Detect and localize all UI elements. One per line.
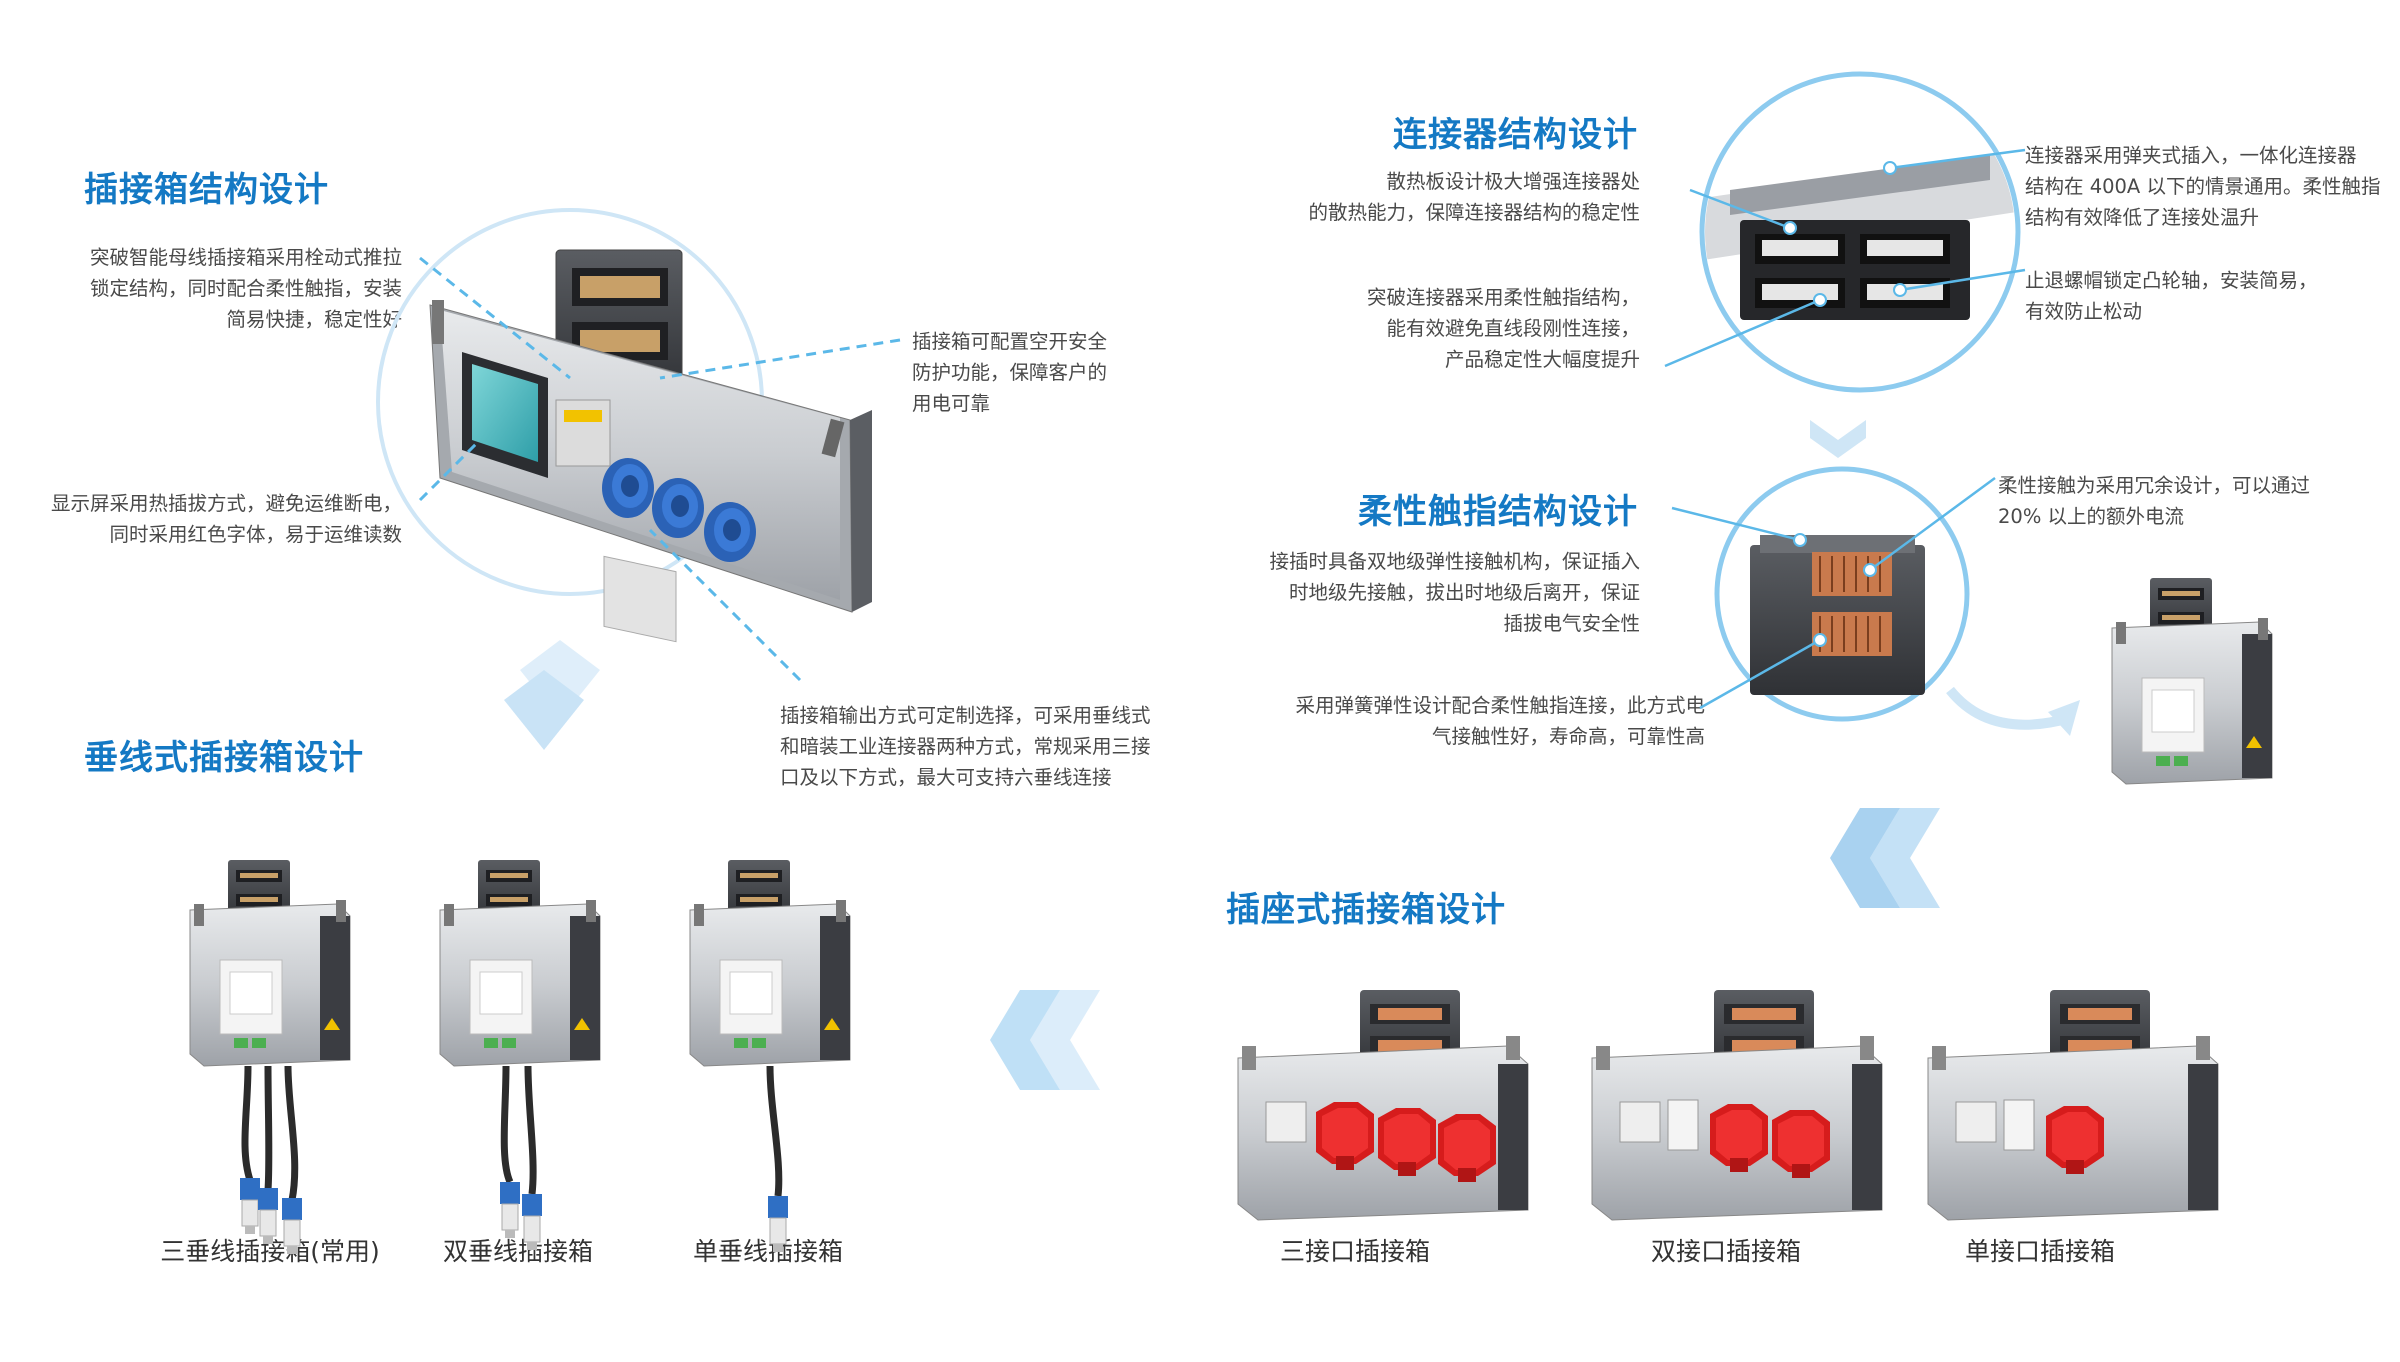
- callout-display-hotswap: 显示屏采用热插拔方式，避免运维断电，同时采用红色字体，易于运维读数: [50, 492, 402, 546]
- chevron-left-icon: [1830, 808, 1940, 908]
- chevron-down-icon: [1810, 420, 1866, 458]
- section-title-flexible-finger: 柔性触指结构设计: [1358, 492, 1638, 532]
- callout-leader-lines: [1664, 148, 2026, 368]
- section-title-socket-box: 插座式插接箱设计: [1226, 890, 1506, 930]
- product-image-side-box: [2111, 577, 2273, 785]
- product-image-three-socket-box: [1237, 989, 1529, 1221]
- plugbox-illustration: [376, 208, 872, 643]
- callout-heat-sink: 散热板设计极大增强连接器处的散热能力，保障连接器结构的稳定性: [1308, 170, 1640, 224]
- callout-leader-lines: [1671, 476, 1996, 710]
- callout-leader-lines: [418, 256, 901, 682]
- callout-spring-design: 采用弹簧弹性设计配合柔性触指连接，此方式电气接触性好，寿命高，可靠性高: [1295, 694, 1705, 748]
- callout-flexible-contact: 突破连接器采用柔性触指结构，能有效避免直线段刚性连接，产品稳定性大幅度提升: [1366, 286, 1640, 371]
- flexible-finger-illustration: [1714, 466, 1970, 722]
- section-title-connector-structure: 连接器结构设计: [1393, 115, 1638, 155]
- product-image-one-cable-box: [689, 859, 851, 1253]
- caption-three-socket-box: 三接口插接箱: [1279, 1237, 1431, 1266]
- product-image-three-cable-box: [189, 859, 351, 1255]
- callout-lock-nut: 止退螺帽锁定凸轮轴，安装简易，有效防止松动: [2025, 269, 2318, 323]
- callout-dual-ground: 接插时具备双地级弹性接触机构，保证插入时地级先接触，拔出时地级后离开，保证插拔电…: [1269, 550, 1640, 635]
- section-title-plugbox-structure: 插接箱结构设计: [84, 170, 329, 210]
- product-image-two-cable-box: [439, 859, 601, 1251]
- connector-illustration: [1699, 71, 2021, 393]
- product-image-one-socket-box: [1927, 989, 2219, 1221]
- callout-breaker-protection: 插接箱可配置空开安全防护功能，保障客户的用电可靠: [912, 330, 1108, 415]
- product-image-two-socket-box: [1591, 989, 1883, 1221]
- caption-one-cable-box: 单垂线插接箱: [692, 1237, 844, 1266]
- caption-one-socket-box: 单接口插接箱: [1964, 1237, 2116, 1266]
- callout-output-options: 插接箱输出方式可定制选择，可采用垂线式和暗装工业连接器两种方式，常规采用三接口及…: [780, 704, 1151, 789]
- caption-two-socket-box: 双接口插接箱: [1650, 1237, 1802, 1266]
- callout-lock-structure: 突破智能母线插接箱采用栓动式推拉锁定结构，同时配合柔性触指，安装简易快捷，稳定性…: [89, 246, 402, 331]
- section-title-vertical-cable-box: 垂线式插接箱设计: [84, 738, 364, 778]
- callout-clip-insert: 连接器采用弹夹式插入，一体化连接器结构在 400A 以下的情景通用。柔性触指结构…: [2025, 144, 2381, 229]
- caption-two-cable-box: 双垂线插接箱: [442, 1237, 594, 1266]
- chevron-left-icon: [990, 990, 1100, 1090]
- chevron-down-icon: [504, 640, 600, 750]
- arrow-curve: [1946, 686, 2072, 730]
